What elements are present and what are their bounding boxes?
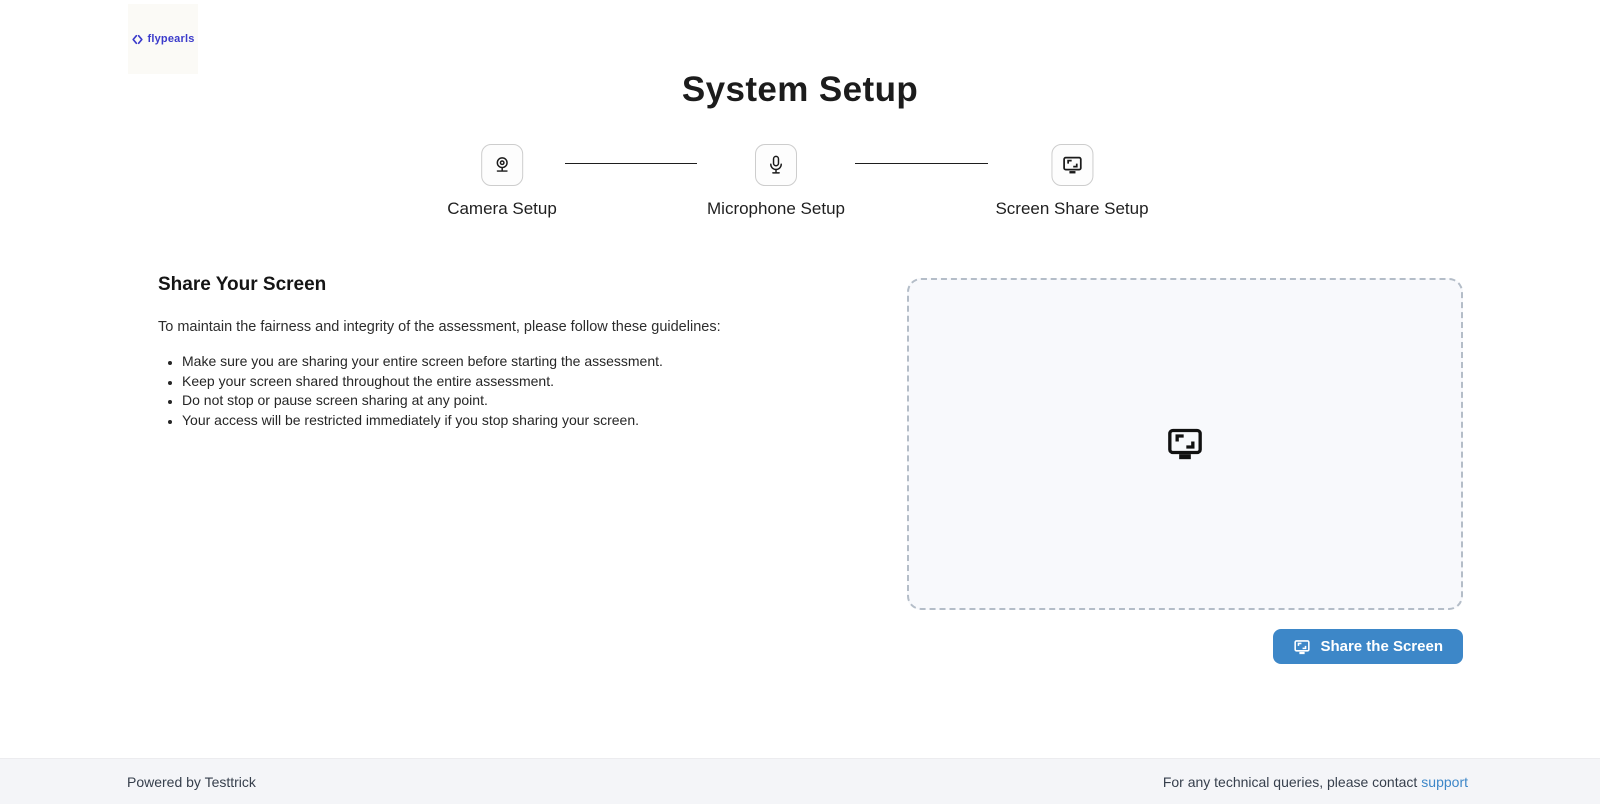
brand-logo: flypearls: [128, 4, 198, 74]
guideline-item: Make sure you are sharing your entire sc…: [182, 352, 798, 372]
share-screen-intro: To maintain the fairness and integrity o…: [158, 319, 721, 335]
step-screen-share-setup: Screen Share Setup: [995, 144, 1149, 219]
guideline-item: Your access will be restricted immediate…: [182, 411, 798, 431]
share-screen-instructions: Share Your Screen To maintain the fairne…: [158, 274, 798, 430]
step-camera-setup: Camera Setup: [447, 144, 557, 219]
microphone-icon: [765, 154, 787, 176]
support-link[interactable]: support: [1421, 773, 1468, 790]
screen-share-step-iconbox: [1050, 144, 1093, 186]
guidelines-list: Make sure you are sharing your entire sc…: [158, 352, 798, 430]
guideline-item: Do not stop or pause screen sharing at a…: [182, 391, 798, 411]
webcam-icon: [491, 154, 513, 176]
support-text: For any technical queries, please contac…: [1163, 774, 1468, 790]
step-label-screen-share: Screen Share Setup: [995, 199, 1149, 218]
share-screen-button[interactable]: Share the Screen: [1273, 629, 1463, 664]
microphone-step-iconbox: [754, 144, 797, 186]
screen-share-icon: [1293, 638, 1311, 656]
step-label-microphone: Microphone Setup: [707, 199, 845, 218]
guideline-item: Keep your screen shared throughout the e…: [182, 372, 798, 392]
share-screen-heading: Share Your Screen: [158, 274, 327, 295]
share-screen-button-label: Share the Screen: [1320, 638, 1443, 655]
screen-share-icon: [1061, 154, 1083, 176]
brand-logo-text: flypearls: [147, 33, 195, 45]
page-title: System Setup: [681, 70, 919, 109]
code-chevrons-icon: [131, 33, 144, 46]
screen-share-preview-area: [907, 278, 1463, 610]
step-label-camera: Camera Setup: [447, 199, 557, 218]
screen-share-icon: [1165, 424, 1205, 464]
support-text-label: For any technical queries, please contac…: [1162, 773, 1418, 790]
step-connector-line: [565, 163, 697, 164]
powered-by-text: Powered by Testtrick: [127, 773, 256, 790]
step-microphone-setup: Microphone Setup: [707, 144, 845, 219]
camera-step-iconbox: [481, 144, 523, 186]
step-connector-line: [855, 163, 988, 164]
footer: Powered by Testtrick For any technical q…: [0, 758, 1600, 804]
